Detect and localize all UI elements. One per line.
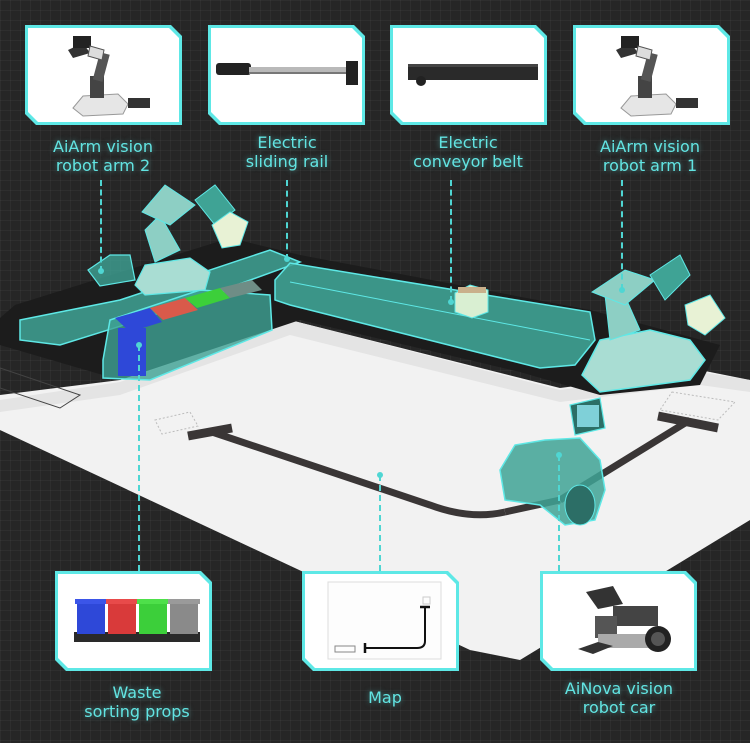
- label-line-1: Electric: [257, 133, 317, 152]
- label-line-1: AiArm vision: [53, 137, 153, 156]
- connector-arm1: [621, 180, 623, 290]
- label-line-1: AiNova vision: [564, 679, 674, 698]
- label-waste-sorting-props: Waste sorting props: [47, 683, 227, 721]
- connector-map: [379, 475, 381, 571]
- label-line-2: robot arm 2: [55, 156, 151, 175]
- robot-arm-icon: [28, 28, 179, 122]
- card-robot-arm-2[interactable]: [25, 25, 182, 125]
- label-robot-car: AiNova vision robot car: [529, 679, 709, 717]
- connector-rail: [286, 180, 288, 260]
- label-line-1: Waste: [112, 683, 162, 702]
- label-conveyor-belt: Electric conveyor belt: [378, 133, 558, 171]
- card-robot-arm-1[interactable]: [573, 25, 730, 125]
- connector-bins: [138, 345, 140, 571]
- connector-arm2: [100, 180, 102, 272]
- card-waste-sorting-props[interactable]: [55, 571, 212, 671]
- label-line-2: robot car: [582, 698, 656, 717]
- conveyor-belt-device: [274, 262, 596, 369]
- cube-on-belt: [454, 284, 489, 319]
- label-sliding-rail: Electric sliding rail: [197, 133, 377, 171]
- connector-rail-dot: [284, 256, 290, 262]
- connector-car-dot: [556, 452, 562, 458]
- connector-map-dot: [377, 472, 383, 478]
- label-line-2: sliding rail: [245, 152, 329, 171]
- robot-arm-1-device: [581, 329, 706, 393]
- card-conveyor-belt[interactable]: [390, 25, 547, 125]
- robot-arm-2-device: [134, 257, 211, 296]
- blue-bin: [118, 328, 146, 376]
- connector-arm1-dot: [619, 287, 625, 293]
- connector-bins-dot: [136, 342, 142, 348]
- label-robot-arm-1: AiArm vision robot arm 1: [560, 137, 740, 175]
- connector-belt: [450, 180, 452, 302]
- label-line-1: AiArm vision: [600, 137, 700, 156]
- card-map[interactable]: [302, 571, 459, 671]
- label-map: Map: [295, 688, 475, 707]
- label-line-2: conveyor belt: [413, 152, 523, 171]
- connector-arm2-dot: [98, 268, 104, 274]
- card-sliding-rail[interactable]: [208, 25, 365, 125]
- sliding-rail-icon: [211, 28, 362, 122]
- conveyor-belt-icon: [393, 28, 544, 122]
- label-line-2: robot arm 1: [602, 156, 698, 175]
- robot-car-icon: [543, 574, 694, 668]
- label-line-2: sorting props: [84, 702, 190, 721]
- connector-belt-dot: [448, 299, 454, 305]
- card-robot-car[interactable]: [540, 571, 697, 671]
- label-line-1: Map: [368, 688, 402, 707]
- robot-arm-icon: [576, 28, 727, 122]
- waste-bins-icon: [58, 574, 209, 668]
- connector-car: [558, 455, 560, 571]
- label-robot-arm-2: AiArm vision robot arm 2: [13, 137, 193, 175]
- map-icon: [305, 574, 456, 668]
- label-line-1: Electric: [438, 133, 498, 152]
